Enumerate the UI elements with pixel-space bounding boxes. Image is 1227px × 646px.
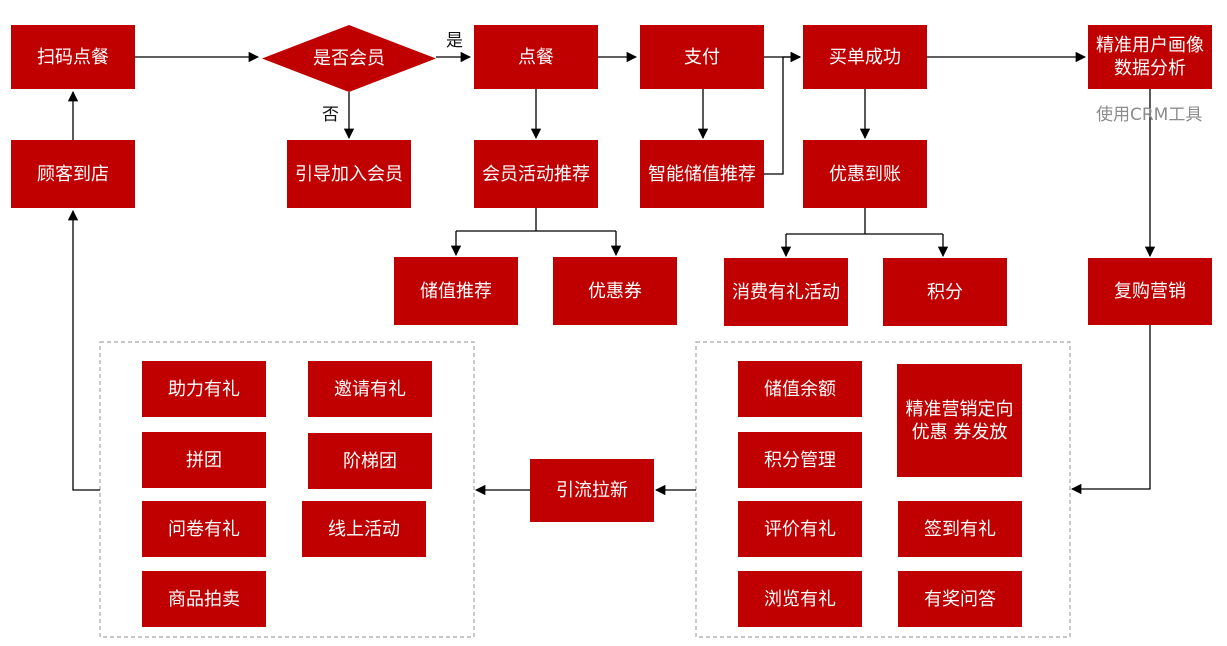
node-coupon: 优惠券 xyxy=(553,257,677,325)
right-item-stored-balance: 储值余额 xyxy=(738,361,862,417)
right-item-quiz-gift: 有奖问答 xyxy=(898,571,1022,627)
edge-discount-branch xyxy=(786,207,943,235)
node-referral: 引流拉新 xyxy=(530,459,654,522)
right-item-points-mgmt: 积分管理 xyxy=(738,432,862,488)
node-guide-join: 引导加入会员 xyxy=(287,140,411,208)
node-scan-order: 扫码点餐 xyxy=(11,25,135,89)
node-pay: 支付 xyxy=(640,25,764,89)
node-repurchase: 复购营销 xyxy=(1088,258,1212,325)
left-item-survey-gift: 问卷有礼 xyxy=(142,501,266,557)
edge-repurchase-to-group xyxy=(1070,325,1151,495)
edge-activity-branch xyxy=(456,207,616,232)
left-item-online-activity: 线上活动 xyxy=(302,501,426,557)
right-item-browse-gift: 浏览有礼 xyxy=(738,571,862,627)
node-order: 点餐 xyxy=(474,25,598,89)
node-points: 积分 xyxy=(883,258,1007,326)
right-item-review-gift: 评价有礼 xyxy=(738,501,862,557)
node-precise-profile: 精准用户画像数据分析 xyxy=(1088,25,1212,89)
node-discount-credited: 优惠到账 xyxy=(803,140,927,208)
edge-group-to-arrive xyxy=(67,209,100,491)
right-item-checkin-gift: 签到有礼 xyxy=(898,501,1022,557)
left-item-group-buy: 拼团 xyxy=(142,432,266,488)
node-smart-stored-value: 智能储值推荐 xyxy=(640,140,764,208)
label-yes: 是 xyxy=(446,31,463,51)
label-no: 否 xyxy=(322,105,339,125)
left-item-product-auction: 商品拍卖 xyxy=(142,571,266,627)
edge-smart-to-checkout xyxy=(764,51,802,175)
node-stored-value-rec: 储值推荐 xyxy=(394,257,518,325)
node-consumption-gift: 消费有礼活动 xyxy=(724,258,848,326)
left-item-help-gift: 助力有礼 xyxy=(142,361,266,417)
node-checkout-success: 买单成功 xyxy=(803,25,927,89)
right-item-precise-marketing: 精准营销定向优惠 券发放 xyxy=(897,364,1022,477)
left-item-tier-group: 阶梯团 xyxy=(308,433,432,489)
node-customer-arrives: 顾客到店 xyxy=(11,140,135,208)
note-crm-tool: 使用CRM工具 xyxy=(1096,105,1203,125)
node-member-activity: 会员活动推荐 xyxy=(474,140,598,208)
decision-is-member-label: 是否会员 xyxy=(313,47,385,69)
left-item-invite-gift: 邀请有礼 xyxy=(308,361,432,417)
